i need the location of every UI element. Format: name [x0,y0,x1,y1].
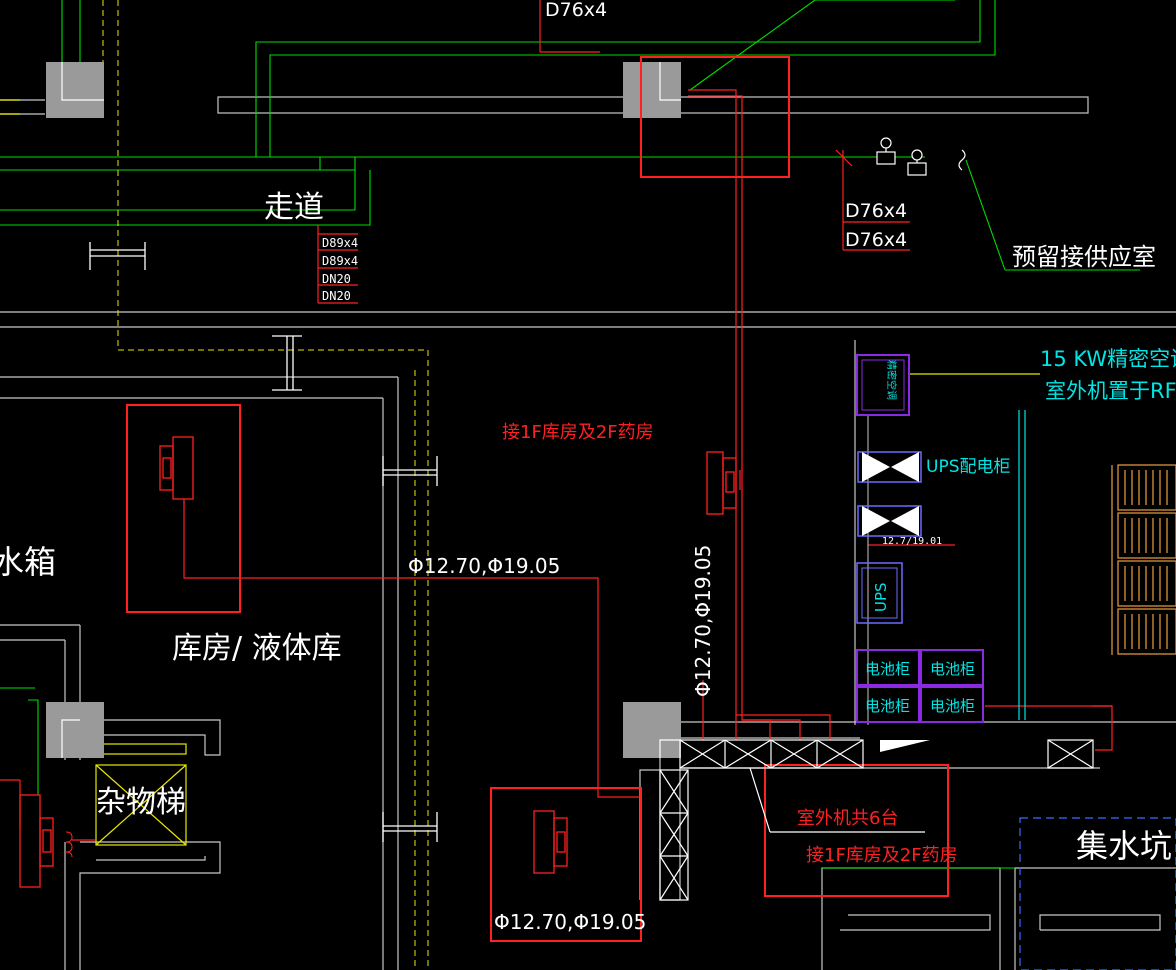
label-dn20-2: DN20 [322,289,351,303]
pipe-supports [89,242,438,842]
column [46,702,104,758]
label-pipe-spec-vertical: Φ12.70,Φ19.05 [691,545,715,697]
label-water-tank: 水箱 [0,543,56,581]
label-connect-bottom: 接1F库房及2F药房 [806,845,958,866]
outdoor-units [659,739,1094,901]
indoor-unit-room-left [126,404,241,613]
column [46,62,104,118]
label-corridor: 走道 [264,190,324,225]
label-dn20-1: DN20 [322,272,351,286]
ups-panel-2 [857,505,922,537]
label-connect-top: 接1F库房及2F药房 [502,422,654,443]
label-d89-2: D89x4 [322,254,358,268]
label-pipe-spec-mid: Φ12.70,Φ19.05 [408,554,560,578]
ups-room [854,340,1026,725]
indoor-unit [159,436,194,505]
label-reserved-room: 预留接供应室 [1012,243,1156,271]
indoor-unit [706,451,737,515]
walls [0,96,1176,970]
valves [876,137,966,176]
battery-cabinet [920,649,984,686]
indoor-unit [533,810,568,874]
label-ups: UPS [872,582,890,612]
label-sump-pit: 集水坑 [1076,827,1172,865]
green-ducts [0,0,1140,869]
column-outlines [61,62,681,758]
red-rooms [126,404,949,942]
column [623,62,681,118]
shaft-box [640,56,790,178]
battery-cabinet [856,649,920,686]
sump-pit-outline [1019,817,1176,970]
label-d89-1: D89x4 [322,236,358,250]
label-d76-a: D76x4 [845,200,907,222]
label-battery-2: 电池柜 [930,660,975,678]
indoor-unit-room-bottom [490,787,642,942]
label-outdoor-units: 室外机共6台 [797,808,898,829]
yellow-dashed-lines [102,0,429,970]
label-ups-panel: UPS配电柜 [926,457,1011,477]
label-service-lift: 杂物梯 [96,785,186,820]
label-ac-unit-tag: 精密空调 [885,360,898,400]
label-battery-1: 电池柜 [865,660,910,678]
label-storage-room: 库房/ 液体库 [172,631,342,666]
indoor-units [19,436,737,888]
outdoor-unit-room [764,764,949,897]
battery-cabinet [856,686,920,723]
label-d76-top: D76x4 [545,0,607,21]
ups-unit [856,562,903,624]
outdoor-ac-racks [1111,464,1176,655]
battery-cabinet [920,686,984,723]
ups-panel-1 [857,451,922,483]
label-battery-4: 电池柜 [930,697,975,715]
indoor-unit [19,794,95,888]
label-battery-3: 电池柜 [865,697,910,715]
label-pipe-size-small: 12.7/19.01 [882,536,942,547]
precision-ac-unit [856,354,910,416]
arrow-marker-cut [880,740,930,752]
label-d76-b: D76x4 [845,229,907,251]
label-ac-line1: 15 KW精密空调 [1040,347,1176,371]
column [623,702,681,758]
labels: D76x4 走道 D89x4 D89x4 DN20 DN20 D76x4 D76… [0,0,1176,934]
label-pipe-spec-bottom: Φ12.70,Φ19.05 [494,910,646,934]
red-pipes [0,0,1113,828]
label-ac-line2: 室外机置于RF层 [1045,379,1176,403]
columns [46,62,681,758]
